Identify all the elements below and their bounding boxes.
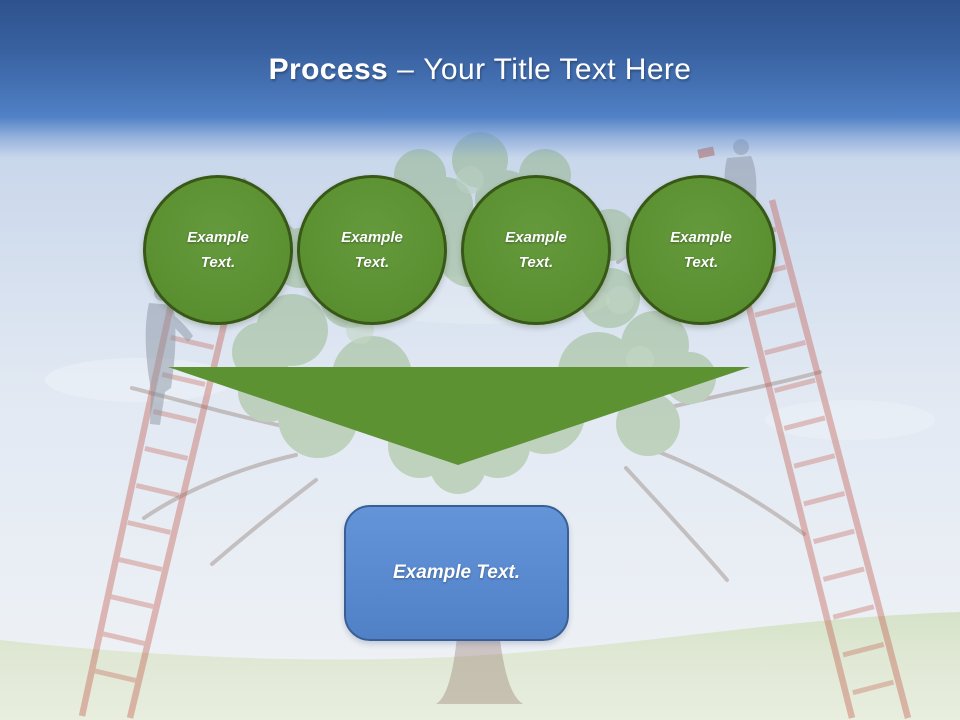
process-step-2-label-line2: Text. [354,254,390,271]
process-step-1: Example Text. [143,175,293,325]
process-step-3-label-line1: Example [505,229,567,246]
title-band: Process–Your Title Text Here [0,0,960,158]
process-step-4: Example Text. [626,175,776,325]
down-arrow-icon [168,367,750,465]
grass-field [0,612,960,720]
process-step-3-label-line2: Text. [518,254,554,271]
process-step-4-label-line1: Example [670,229,732,246]
process-step-4-label-line2: Text. [683,254,719,271]
result-box-label: Example Text. [392,562,521,583]
title-separator: – [397,53,415,86]
process-step-1-label-line1: Example [187,229,249,246]
title-rest: Your Title Text Here [423,53,692,86]
page-title: Process–Your Title Text Here [0,53,960,87]
result-box: Example Text. [344,505,569,641]
process-step-1-label-line2: Text. [200,254,236,271]
title-keyword: Process [268,53,389,86]
process-step-2-label-line1: Example [341,229,403,246]
process-step-2: Example Text. [297,175,447,325]
process-step-3: Example Text. [461,175,611,325]
